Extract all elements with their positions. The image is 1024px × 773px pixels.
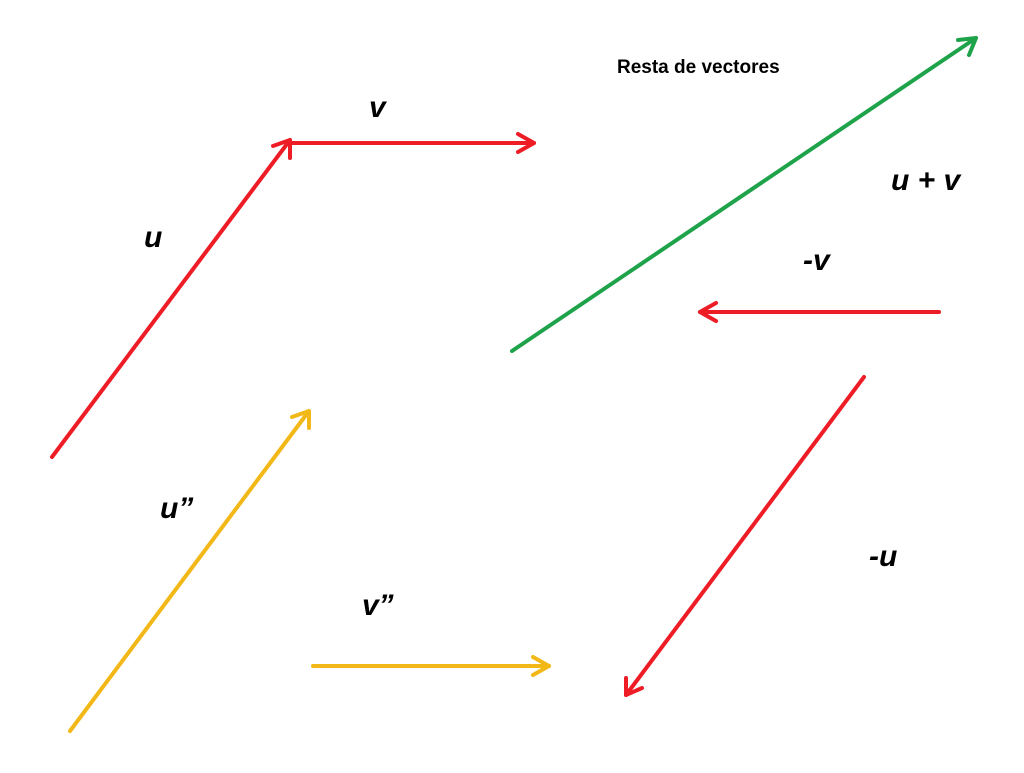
label-neg-v: -v xyxy=(803,244,830,277)
vector-v-arrow xyxy=(288,132,536,154)
vector-neg-v-arrow xyxy=(698,301,941,323)
label-v-double-prime: v” xyxy=(362,589,394,622)
vector-u-plus-v-arrow xyxy=(510,36,978,353)
label-u: u xyxy=(144,221,163,254)
vector-neg-u-arrow xyxy=(624,375,866,697)
vector-u-double-prime-arrow xyxy=(68,409,311,733)
label-u-plus-v: u + v xyxy=(891,164,961,197)
label-neg-u: -u xyxy=(869,540,898,573)
vector-u-arrow xyxy=(50,138,292,459)
vector-v-double-prime-arrow xyxy=(311,655,551,677)
label-u-double-prime: u” xyxy=(160,492,194,525)
label-v: v xyxy=(369,91,386,124)
slide-title: Resta de vectores xyxy=(617,57,780,78)
